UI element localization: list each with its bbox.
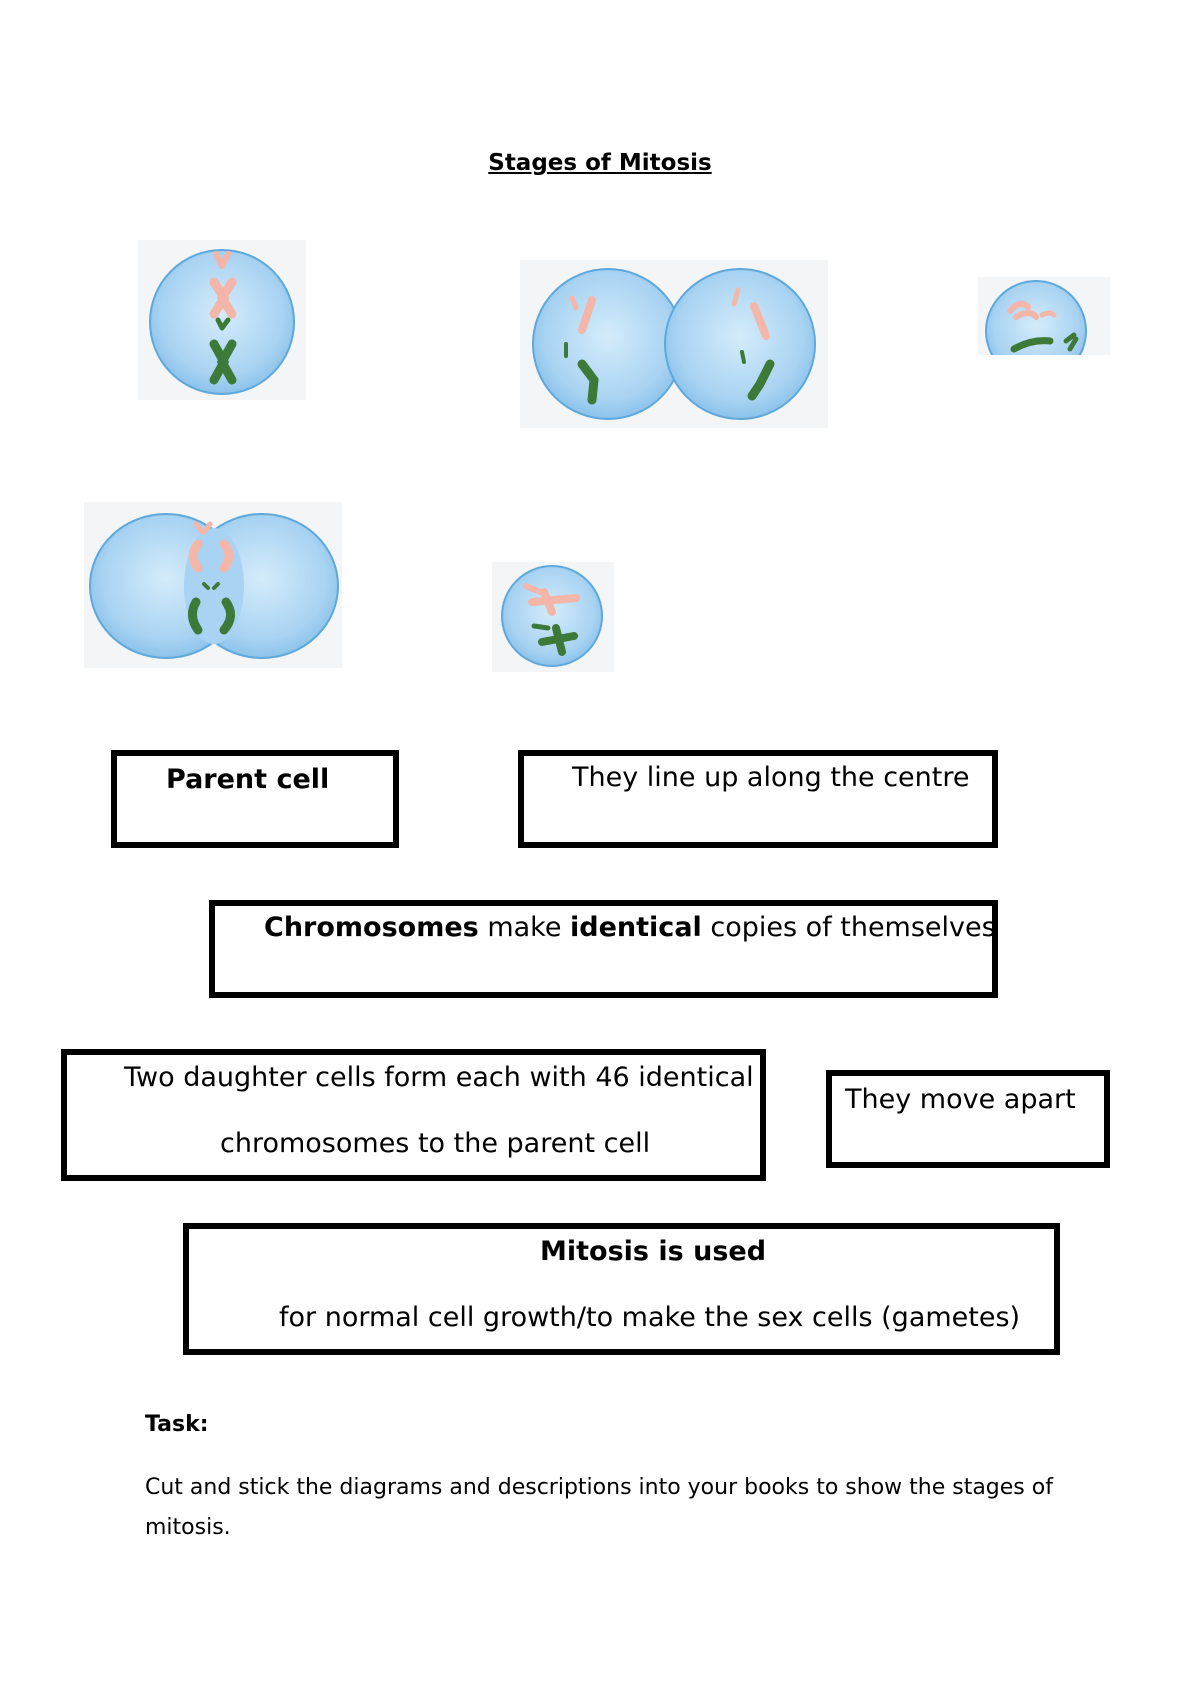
daughter-cells-card[interactable] (61, 1049, 766, 1181)
copies-word-make: make (478, 912, 571, 943)
line-up-card[interactable] (518, 750, 998, 848)
daughter-cells-line1: Two daughter cells form each with 46 ide… (124, 1062, 754, 1093)
metaphase-cell-diagram (138, 240, 306, 400)
move-apart-label: They move apart (845, 1084, 1076, 1115)
anaphase-cell-diagram (84, 502, 342, 668)
prophase-cell-diagram (492, 562, 614, 672)
task-label: Task: (145, 1412, 209, 1437)
copies-word-identical: identical (570, 912, 702, 943)
copies-label: Chromosomes make identical copies of the… (264, 912, 996, 943)
parent-cell-card[interactable] (111, 750, 399, 848)
mitosis-used-text: for normal cell growth/to make the sex c… (279, 1302, 1021, 1333)
move-apart-card[interactable] (826, 1070, 1110, 1168)
telophase-cell-diagram (520, 260, 828, 428)
task-instructions: Cut and stick the diagrams and descripti… (145, 1475, 1053, 1540)
daughter-cells-line2: chromosomes to the parent cell (220, 1128, 651, 1159)
copies-card[interactable] (209, 900, 998, 998)
copies-word-rest: copies of themselves (701, 912, 996, 943)
parent-cell-diagram (978, 277, 1110, 355)
copies-word-chromosomes: Chromosomes (264, 912, 479, 943)
mitosis-used-heading: Mitosis is used (540, 1236, 767, 1267)
mitosis-used-card[interactable] (183, 1223, 1060, 1355)
page-title: Stages of Mitosis (488, 150, 712, 176)
parent-cell-label: Parent cell (166, 764, 330, 795)
line-up-label: They line up along the centre (572, 762, 970, 793)
